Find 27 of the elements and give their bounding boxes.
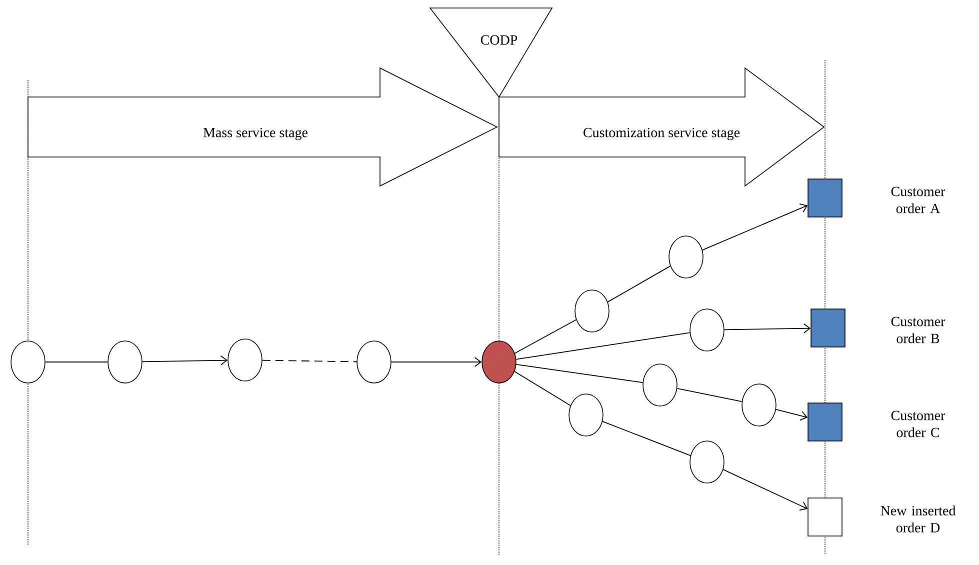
order-label: Customer order C	[891, 410, 946, 438]
square-node	[808, 498, 842, 536]
circle-node	[482, 340, 516, 384]
arrow	[390, 357, 482, 367]
order-label: Customer order A	[891, 186, 946, 214]
circle-node	[690, 440, 724, 484]
stage-band: Customization service stage	[498, 67, 825, 187]
square-node	[808, 402, 842, 442]
order-label: New inserted order D	[880, 506, 956, 532]
square-node	[810, 308, 846, 348]
arrow	[724, 323, 811, 334]
circle-node	[668, 236, 704, 278]
circle-node	[10, 340, 46, 384]
circle-node	[568, 394, 604, 436]
arrow	[702, 203, 808, 250]
circle-node	[742, 384, 776, 426]
order-label: Customer order B	[891, 316, 946, 344]
circle-node	[574, 290, 610, 332]
circle-node	[690, 308, 724, 352]
circle-node	[356, 340, 392, 384]
circle-node	[228, 338, 262, 382]
arrow	[142, 355, 228, 366]
square-node	[808, 178, 842, 218]
circle-node	[642, 364, 678, 406]
circle-node	[108, 340, 142, 384]
arrow	[722, 469, 808, 511]
arrow	[776, 408, 808, 421]
